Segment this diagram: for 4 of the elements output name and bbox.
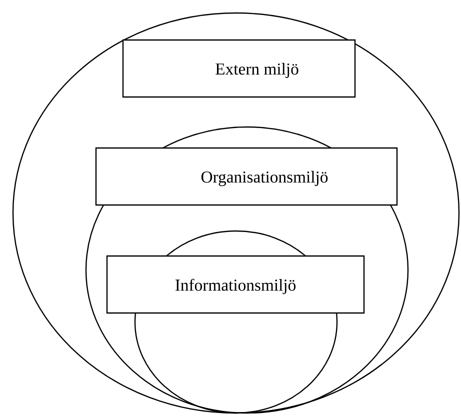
label-box: Extern miljö <box>122 39 356 98</box>
label-box: Informationsmiljö <box>106 255 365 314</box>
ellipse <box>12 12 460 414</box>
label-box: Organisationsmiljö <box>95 147 398 206</box>
